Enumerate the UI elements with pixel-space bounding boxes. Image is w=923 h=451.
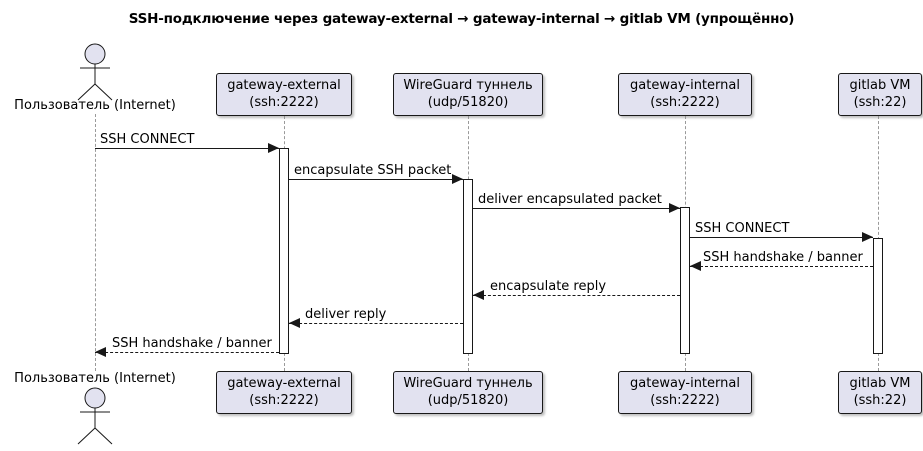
participant-name: gitlab VM xyxy=(849,78,911,94)
participant-detail: (ssh:2222) xyxy=(249,94,319,110)
message-2-label: encapsulate SSH packet xyxy=(294,163,452,178)
participant-gitlab-vm-top: gitlab VM (ssh:22) xyxy=(838,73,922,116)
actor-label-top: Пользователь (Internet) xyxy=(14,98,176,113)
activation-gateway-internal xyxy=(680,207,690,354)
message-1-arrow xyxy=(95,148,279,149)
arrowhead-right-icon xyxy=(268,143,279,153)
message-5-arrow xyxy=(690,266,873,267)
arrowhead-right-icon xyxy=(862,232,873,242)
message-3-arrow xyxy=(473,208,680,209)
participant-gateway-internal-top: gateway-internal (ssh:2222) xyxy=(618,73,752,116)
participant-name: gateway-internal xyxy=(630,376,740,392)
participant-detail: (udp/51820) xyxy=(427,94,509,110)
message-6-label: encapsulate reply xyxy=(490,279,607,294)
participant-name: WireGuard туннель xyxy=(403,78,533,94)
message-5-label: SSH handshake / banner xyxy=(703,250,863,265)
diagram-title: SSH-подключение через gateway-external →… xyxy=(128,11,795,27)
message-8-label: SSH handshake / banner xyxy=(112,336,272,351)
message-8-arrow xyxy=(95,352,279,353)
activation-gateway-external xyxy=(279,148,289,354)
message-6-arrow xyxy=(473,295,680,296)
participant-detail: (ssh:2222) xyxy=(249,392,319,408)
participant-detail: (ssh:2222) xyxy=(650,392,720,408)
participant-wireguard-tunnel-bottom: WireGuard туннель (udp/51820) xyxy=(393,371,543,414)
participant-detail: (udp/51820) xyxy=(427,392,509,408)
lifeline-user xyxy=(95,114,96,371)
message-1-label: SSH CONNECT xyxy=(100,132,195,147)
arrowhead-left-icon xyxy=(690,261,701,271)
actor-icon xyxy=(77,387,113,445)
participant-name: gateway-internal xyxy=(630,78,740,94)
actor-label-bottom: Пользователь (Internet) xyxy=(14,371,176,386)
participant-detail: (ssh:22) xyxy=(853,392,907,408)
message-7-arrow xyxy=(289,323,463,324)
participant-gateway-external-bottom: gateway-external (ssh:2222) xyxy=(216,371,352,414)
participant-detail: (ssh:2222) xyxy=(650,94,720,110)
arrowhead-left-icon xyxy=(473,290,484,300)
activation-wireguard-tunnel xyxy=(463,179,473,354)
participant-name: gateway-external xyxy=(227,376,341,392)
activation-gitlab-vm xyxy=(873,238,883,354)
participant-name: WireGuard туннель xyxy=(403,376,533,392)
message-2-arrow xyxy=(289,179,463,180)
participant-detail: (ssh:22) xyxy=(853,94,907,110)
message-3-label: deliver encapsulated packet xyxy=(478,192,662,207)
participant-gateway-internal-bottom: gateway-internal (ssh:2222) xyxy=(618,371,752,414)
arrowhead-right-icon xyxy=(452,174,463,184)
message-4-arrow xyxy=(690,237,873,238)
arrowhead-left-icon xyxy=(95,347,106,357)
participant-name: gateway-external xyxy=(227,78,341,94)
message-4-label: SSH CONNECT xyxy=(695,221,790,236)
arrowhead-left-icon xyxy=(289,318,300,328)
participant-gitlab-vm-bottom: gitlab VM (ssh:22) xyxy=(838,371,922,414)
message-7-label: deliver reply xyxy=(305,307,387,322)
participant-gateway-external-top: gateway-external (ssh:2222) xyxy=(216,73,352,116)
participant-wireguard-tunnel-top: WireGuard туннель (udp/51820) xyxy=(393,73,543,116)
participant-name: gitlab VM xyxy=(849,376,911,392)
arrowhead-right-icon xyxy=(669,203,680,213)
actor-icon xyxy=(77,43,113,101)
